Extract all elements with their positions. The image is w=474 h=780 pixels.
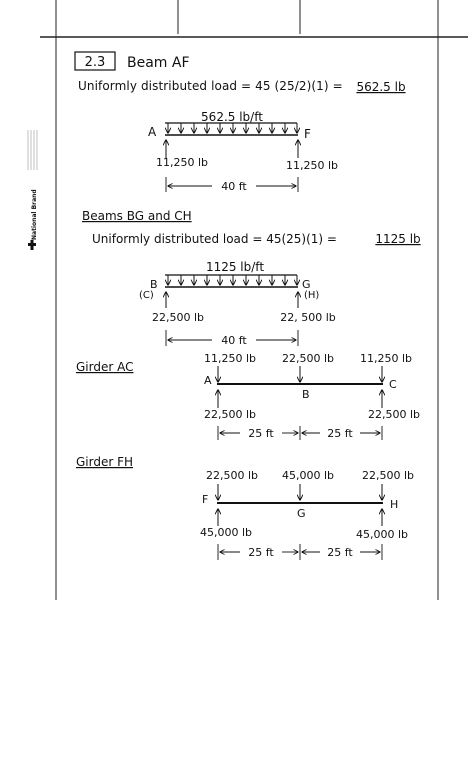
brand-logo-icon <box>28 240 36 250</box>
beams-bg-ch-equation: Uniformly distributed load = 45(25)(1) =… <box>92 232 421 246</box>
side-brand: National Brand <box>27 130 38 250</box>
svg-text:11,250 lb: 11,250 lb <box>204 352 256 365</box>
svg-text:F: F <box>202 493 208 506</box>
problem-number: 2.3 <box>85 55 106 70</box>
svg-text:H: H <box>390 498 398 511</box>
svg-text:G: G <box>297 507 306 520</box>
svg-text:Uniformly distributed load = 4: Uniformly distributed load = 45 (25/2)(1… <box>78 79 343 93</box>
svg-text:B: B <box>150 278 158 291</box>
svg-text:Uniformly distributed load = 4: Uniformly distributed load = 45(25)(1) = <box>92 232 337 246</box>
svg-text:F: F <box>304 127 311 141</box>
page-rules <box>40 0 468 600</box>
svg-text:B: B <box>302 388 310 401</box>
svg-text:1125 lb: 1125 lb <box>375 232 420 246</box>
svg-text:22,500 lb: 22,500 lb <box>204 408 256 421</box>
svg-text:1125 lb/ft: 1125 lb/ft <box>206 260 264 274</box>
svg-text:45,000 lb: 45,000 lb <box>356 528 408 541</box>
udl-arrows-bg <box>168 275 297 285</box>
svg-text:11,250 lb: 11,250 lb <box>360 352 412 365</box>
svg-text:22,500 lb: 22,500 lb <box>282 352 334 365</box>
svg-text:25 ft: 25 ft <box>248 546 274 559</box>
svg-text:(C): (C) <box>139 290 154 301</box>
svg-text:562.5 lb/ft: 562.5 lb/ft <box>201 110 263 124</box>
svg-text:25 ft: 25 ft <box>248 427 274 440</box>
svg-text:25 ft: 25 ft <box>327 546 353 559</box>
beams-bg-ch-heading: Beams BG and CH <box>82 209 192 223</box>
svg-text:G: G <box>302 278 311 291</box>
problem-number-box <box>74 51 116 71</box>
svg-text:45,000 lb: 45,000 lb <box>282 469 334 482</box>
girder-fh-diagram: 22,500 lb 45,000 lb 22,500 lb F G H 45,0… <box>200 469 414 560</box>
fine-print-lines <box>27 130 38 170</box>
svg-text:A: A <box>148 125 157 139</box>
svg-text:25 ft: 25 ft <box>327 427 353 440</box>
girder-fh-heading: Girder FH <box>76 455 133 469</box>
beam-af-diagram: 562.5 lb/ft A F 11,250 lb 11,250 lb 40 f… <box>148 110 338 193</box>
udl-arrows-af <box>168 123 297 133</box>
svg-text:22,500 lb: 22,500 lb <box>368 408 420 421</box>
svg-text:22,500 lb: 22,500 lb <box>206 469 258 482</box>
svg-text:11,250 lb: 11,250 lb <box>286 159 338 172</box>
beam-af-equation: Uniformly distributed load = 45 (25/2)(1… <box>78 79 406 94</box>
problem-title: Beam AF <box>127 55 190 71</box>
svg-text:22,500 lb: 22,500 lb <box>362 469 414 482</box>
svg-text:22,500 lb: 22,500 lb <box>152 311 204 324</box>
svg-text:A: A <box>204 374 212 387</box>
svg-text:45,000 lb: 45,000 lb <box>200 526 252 539</box>
girder-ac-diagram: 11,250 lb 22,500 lb 11,250 lb A B C 22,5… <box>204 352 420 440</box>
svg-text:(H): (H) <box>304 290 319 301</box>
svg-text:22, 500 lb: 22, 500 lb <box>280 311 336 324</box>
svg-text:C: C <box>389 378 397 391</box>
girder-ac-heading: Girder AC <box>76 360 133 374</box>
beams-bg-ch-diagram: 1125 lb/ft B (C) G (H) 22,500 lb 22, 500… <box>139 260 336 347</box>
svg-text:National Brand: National Brand <box>31 189 38 240</box>
svg-text:562.5 lb: 562.5 lb <box>356 80 405 94</box>
svg-text:11,250 lb: 11,250 lb <box>156 156 208 169</box>
svg-text:40 ft: 40 ft <box>221 180 247 193</box>
svg-text:40 ft: 40 ft <box>221 334 247 347</box>
